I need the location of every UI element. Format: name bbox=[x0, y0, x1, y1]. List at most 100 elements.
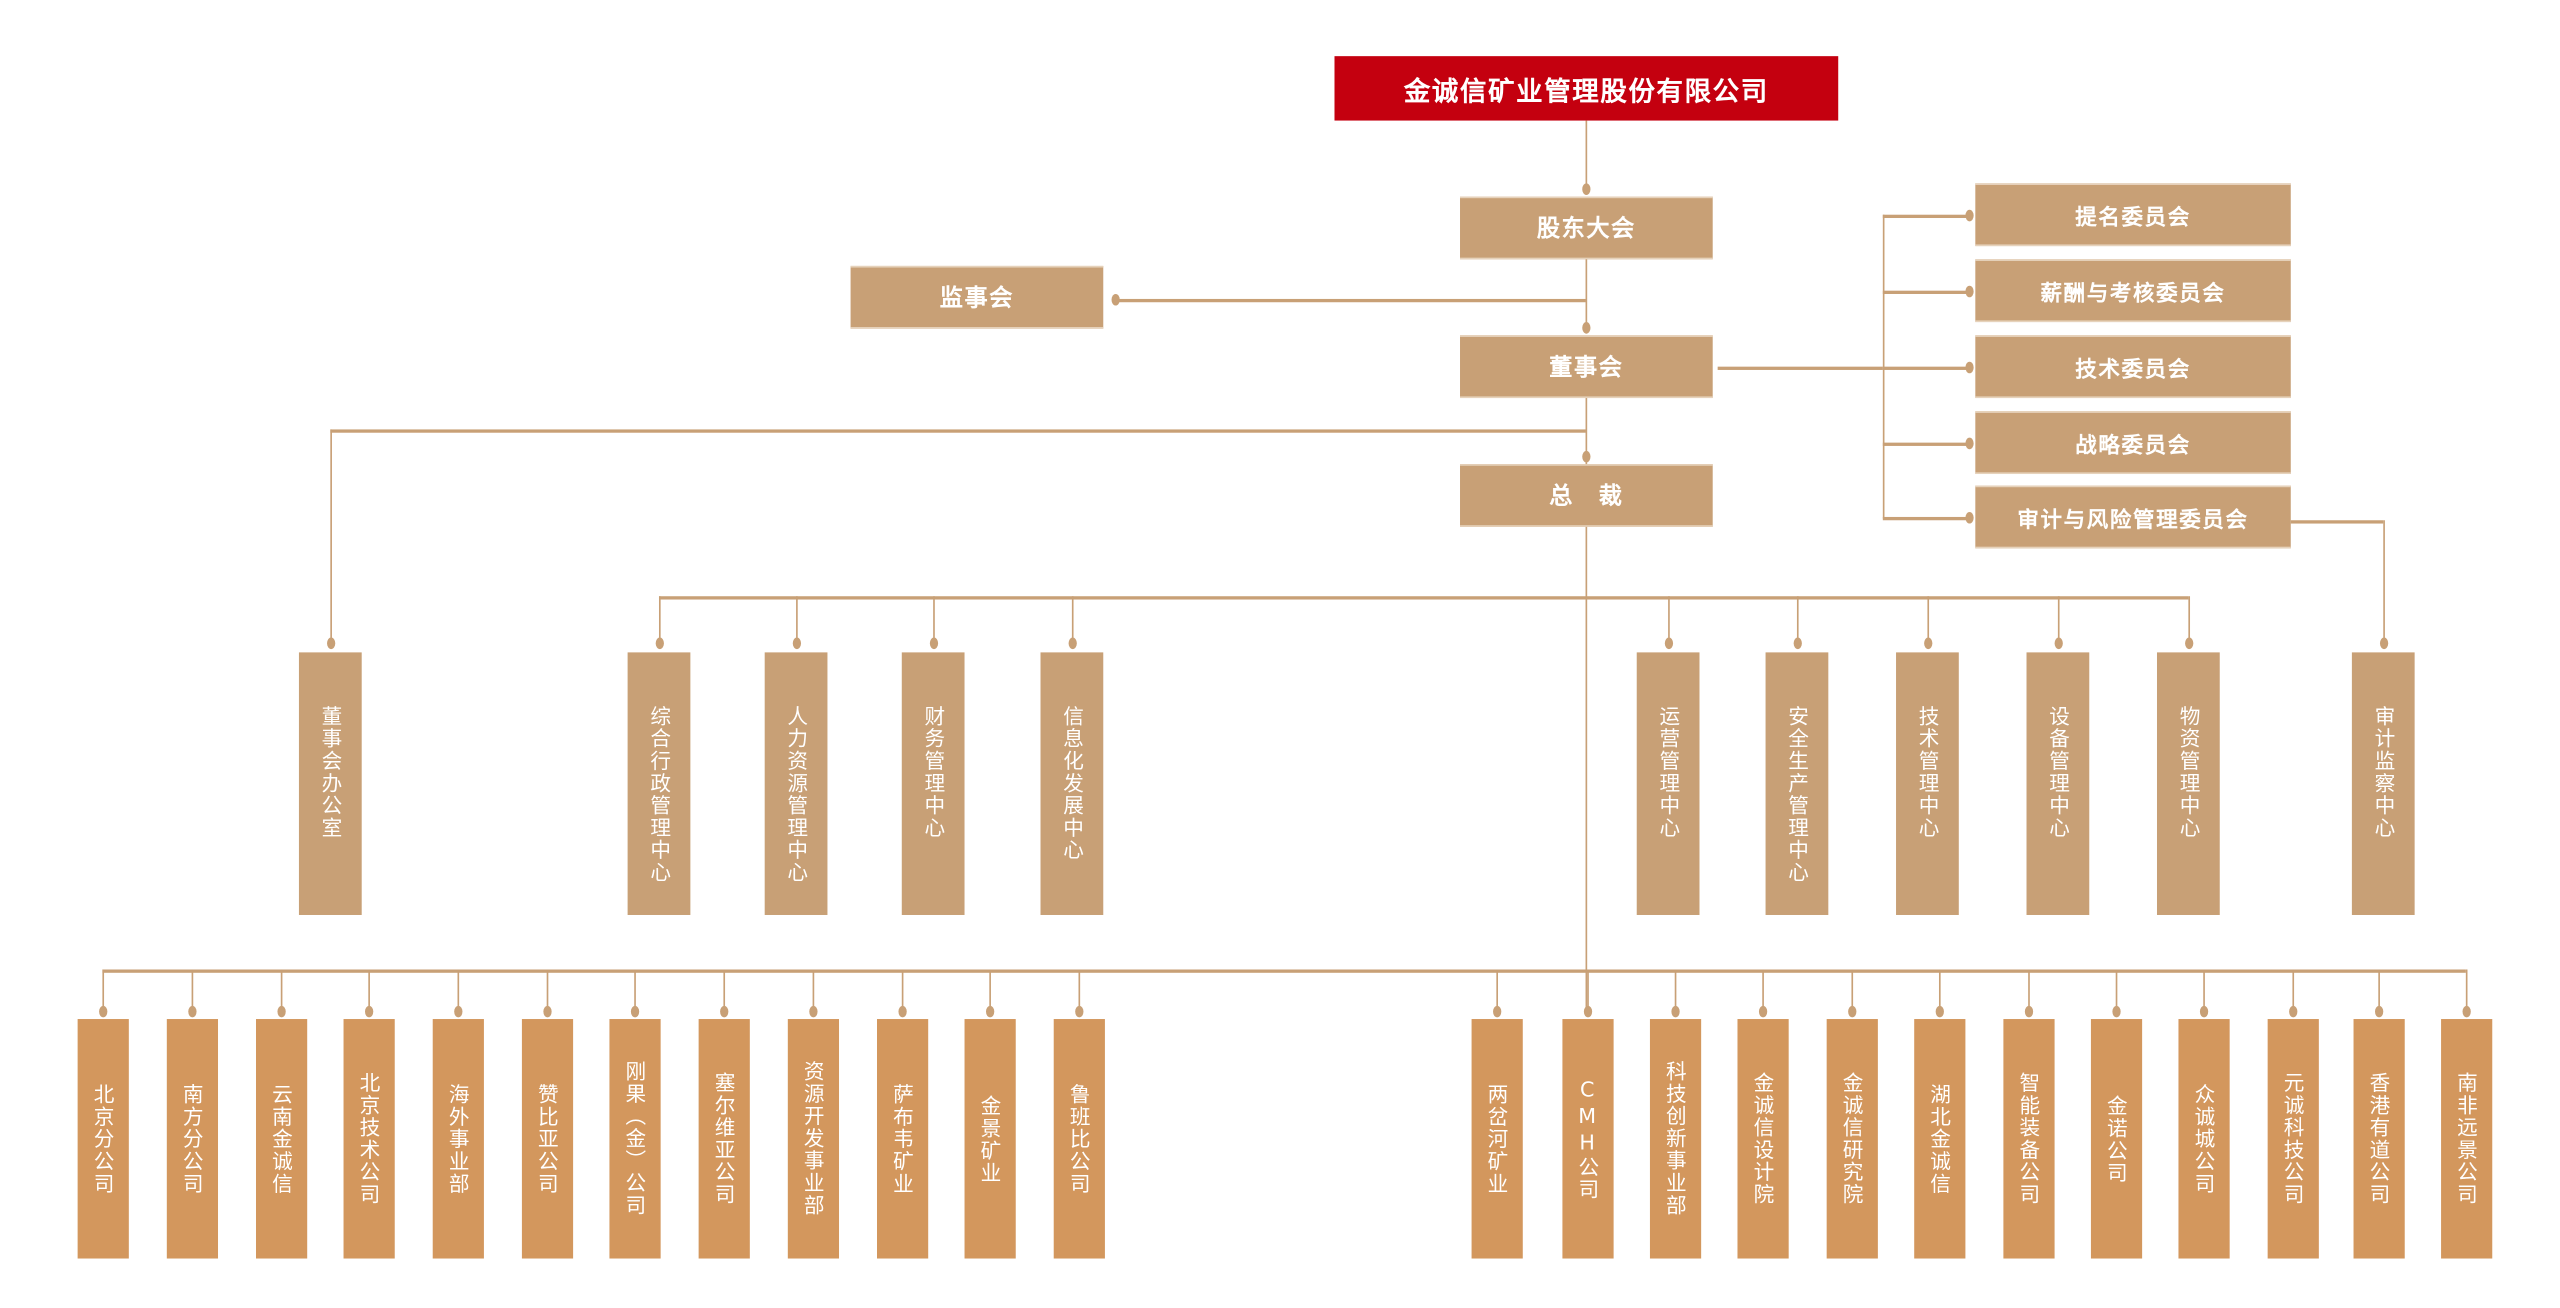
connector-line bbox=[2188, 596, 2191, 643]
center-box-label: 安全生产管理中心 bbox=[1784, 705, 1810, 884]
center-box[interactable]: 安全生产管理中心 bbox=[1765, 652, 1829, 915]
connector-line bbox=[280, 969, 283, 1011]
subsidiary-box-label: 刚果（金）公司 bbox=[621, 1060, 647, 1217]
board-label: 董事会 bbox=[1549, 355, 1624, 382]
committee-box[interactable]: 战略委员会 bbox=[1975, 411, 2291, 475]
subsidiary-box[interactable]: 科技创新事业部 bbox=[1649, 1019, 1701, 1259]
audit-center-label: 审计监察中心 bbox=[2370, 705, 2396, 840]
president-box[interactable]: 总 裁 bbox=[1460, 464, 1713, 527]
center-box-label: 设备管理中心 bbox=[2045, 705, 2071, 840]
connector-line bbox=[1585, 259, 1588, 334]
center-box[interactable]: 技术管理中心 bbox=[1896, 652, 1959, 915]
subsidiary-box[interactable]: 元诚科技公司 bbox=[2266, 1019, 2319, 1259]
connector-dot bbox=[630, 1004, 639, 1017]
connector-dot bbox=[1964, 436, 1973, 449]
supervisory-board-box[interactable]: 监事会 bbox=[850, 265, 1104, 329]
connector-line bbox=[1585, 526, 1588, 1015]
connector-line bbox=[2203, 969, 2205, 1011]
connector-line bbox=[1668, 596, 1670, 643]
center-box-label: 运营管理中心 bbox=[1655, 705, 1681, 840]
subsidiary-box[interactable]: 海外事业部 bbox=[431, 1019, 484, 1259]
committee-box[interactable]: 薪酬与考核委员会 bbox=[1975, 259, 2291, 323]
center-box[interactable]: 设备管理中心 bbox=[2026, 652, 2090, 915]
connector-dot bbox=[1964, 360, 1973, 373]
subsidiary-box-label: 金诚信研究院 bbox=[1839, 1071, 1864, 1206]
center-box[interactable]: 财务管理中心 bbox=[901, 652, 965, 915]
subsidiary-box[interactable]: 两岔河矿业 bbox=[1470, 1019, 1522, 1259]
center-box[interactable]: 综合行政管理中心 bbox=[627, 652, 691, 915]
subsidiary-box[interactable]: 金诚信设计院 bbox=[1736, 1019, 1788, 1259]
connector-line bbox=[1882, 366, 1969, 370]
connector-dot bbox=[98, 1004, 107, 1017]
committee-box[interactable]: 技术委员会 bbox=[1975, 335, 2291, 399]
board-office-box[interactable]: 董事会办公室 bbox=[298, 652, 362, 915]
connector-dot bbox=[542, 1004, 551, 1017]
connector-dot bbox=[1581, 321, 1590, 333]
company-box[interactable]: 金诚信矿业管理股份有限公司 bbox=[1334, 56, 1839, 121]
connector-dot bbox=[1964, 511, 1973, 523]
center-box[interactable]: 信息化发展中心 bbox=[1040, 652, 1104, 915]
connector-line bbox=[1585, 398, 1588, 465]
connector-line bbox=[2378, 969, 2380, 1011]
center-box[interactable]: 人力资源管理中心 bbox=[764, 652, 828, 915]
supervisory-board-label: 监事会 bbox=[939, 285, 1015, 313]
connector-dot bbox=[897, 1004, 906, 1017]
connector-dot bbox=[453, 1004, 462, 1017]
connector-dot bbox=[1934, 1004, 1944, 1017]
connector-dot bbox=[326, 636, 335, 649]
subsidiary-box[interactable]: 赞比亚公司 bbox=[521, 1019, 573, 1259]
subsidiary-box-label: 众诚城公司 bbox=[2190, 1083, 2216, 1195]
connector-dot bbox=[1792, 636, 1802, 649]
connector-dot bbox=[654, 636, 664, 649]
center-box[interactable]: 物资管理中心 bbox=[2156, 652, 2220, 915]
connector-line bbox=[102, 969, 105, 1011]
subsidiary-box[interactable]: 金景矿业 bbox=[963, 1019, 1015, 1259]
subsidiary-box[interactable]: 北京技术公司 bbox=[342, 1019, 394, 1259]
audit-center-box[interactable]: 审计监察中心 bbox=[2351, 652, 2415, 915]
subsidiary-box[interactable]: 资源开发事业部 bbox=[786, 1019, 839, 1259]
subsidiary-box[interactable]: CMH公司 bbox=[1561, 1019, 1613, 1259]
subsidiary-box[interactable]: 众诚城公司 bbox=[2177, 1019, 2229, 1259]
committee-label: 技术委员会 bbox=[2075, 357, 2191, 383]
connector-dot bbox=[985, 1004, 994, 1017]
subsidiary-box[interactable]: 香港有道公司 bbox=[2352, 1019, 2404, 1259]
connector-line bbox=[457, 969, 460, 1011]
subsidiary-box-label: CMH公司 bbox=[1574, 1076, 1600, 1201]
center-box[interactable]: 运营管理中心 bbox=[1636, 652, 1700, 915]
connector-line bbox=[1585, 120, 1588, 195]
connector-line bbox=[1674, 969, 1677, 1011]
connector-line bbox=[2465, 969, 2468, 1011]
subsidiary-box[interactable]: 智能装备公司 bbox=[2002, 1019, 2054, 1259]
connector-line bbox=[368, 969, 370, 1011]
shareholders-meeting-box[interactable]: 股东大会 bbox=[1460, 196, 1713, 260]
subsidiary-box-label: 金诚信设计院 bbox=[1749, 1071, 1775, 1206]
subsidiary-box[interactable]: 刚果（金）公司 bbox=[608, 1019, 660, 1259]
connector-dot bbox=[364, 1004, 373, 1017]
connector-line bbox=[546, 969, 549, 1011]
connector-dot bbox=[2374, 1004, 2383, 1017]
connector-dot bbox=[2053, 636, 2063, 649]
subsidiary-box[interactable]: 塞尔维亚公司 bbox=[697, 1019, 750, 1259]
subsidiary-box[interactable]: 鲁班比公司 bbox=[1052, 1019, 1105, 1259]
committee-label: 审计与风险管理委员会 bbox=[2017, 507, 2249, 533]
center-box-label: 综合行政管理中心 bbox=[646, 705, 672, 884]
connector-dot bbox=[1074, 1004, 1083, 1017]
subsidiary-box[interactable]: 金诚信研究院 bbox=[1825, 1019, 1878, 1259]
committee-box[interactable]: 提名委员会 bbox=[1975, 183, 2291, 247]
subsidiary-box[interactable]: 南方分公司 bbox=[165, 1019, 218, 1259]
connector-line bbox=[2028, 969, 2030, 1011]
subsidiary-box-label: 萨布韦矿业 bbox=[889, 1083, 915, 1195]
subsidiary-box[interactable]: 萨布韦矿业 bbox=[876, 1019, 928, 1259]
board-box[interactable]: 董事会 bbox=[1460, 335, 1713, 399]
connector-line bbox=[634, 969, 636, 1011]
subsidiary-box[interactable]: 北京分公司 bbox=[76, 1019, 128, 1259]
committee-box[interactable]: 审计与风险管理委员会 bbox=[1975, 485, 2291, 549]
subsidiary-box[interactable]: 金诺公司 bbox=[2090, 1019, 2142, 1259]
subsidiary-box-label: 北京技术公司 bbox=[355, 1071, 381, 1206]
committee-label: 提名委员会 bbox=[2075, 205, 2191, 231]
subsidiary-box[interactable]: 南非远景公司 bbox=[2440, 1019, 2492, 1259]
subsidiary-box[interactable]: 湖北金诚信 bbox=[1913, 1019, 1965, 1259]
connector-line bbox=[933, 596, 935, 643]
subsidiary-box[interactable]: 云南金诚信 bbox=[255, 1019, 307, 1259]
